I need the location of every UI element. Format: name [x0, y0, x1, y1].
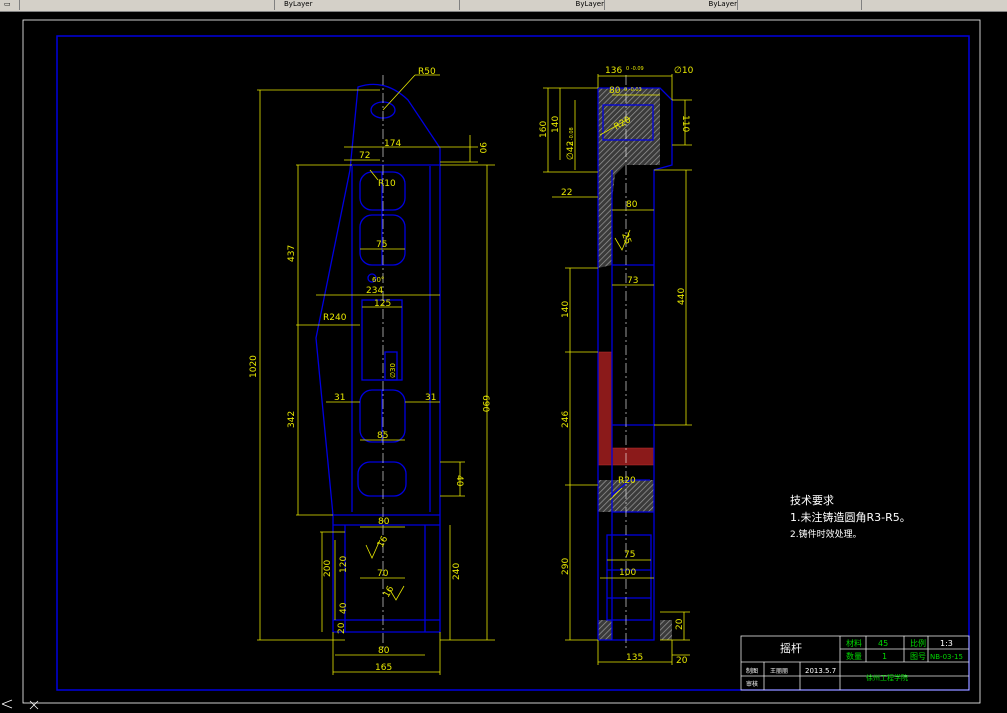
dim-136: 136 — [605, 66, 622, 76]
dim-22: 22 — [561, 188, 572, 198]
dim-140-side-b: 140 — [561, 301, 571, 318]
dim-73: 73 — [627, 276, 638, 286]
dim-20-side-b: 20 — [676, 656, 688, 666]
checked-by-label: 审核 — [746, 680, 758, 688]
dim-1020: 1020 — [249, 355, 259, 378]
dim-100: 100 — [619, 568, 636, 578]
drawn-by-label: 制图 — [746, 667, 758, 675]
scale-value: 1:3 — [940, 639, 953, 648]
dim-40-front-b: 40 — [339, 602, 349, 614]
dim-40-front: 40 — [454, 475, 464, 487]
dim-phi42: ∅42 — [566, 141, 576, 160]
rough-25: 25 — [619, 232, 632, 246]
dim-20-side-a: 20 — [675, 618, 685, 630]
part-name: 摇杆 — [780, 641, 802, 655]
dim-342: 342 — [287, 411, 297, 428]
dim-165: 165 — [375, 663, 392, 673]
dim-200: 200 — [323, 560, 333, 577]
dim-240: 240 — [452, 563, 462, 580]
technical-notes: 技术要求 1.未注铸造圆角R3-R5。 2.铸件时效处理。 — [790, 494, 911, 540]
quantity-value: 1 — [882, 652, 887, 661]
dim-80-front-a: 80 — [378, 517, 390, 527]
dim-31-right: 31 — [425, 393, 436, 403]
dim-r10: R10 — [378, 179, 396, 189]
dim-72: 72 — [359, 151, 370, 161]
dim-246: 246 — [561, 411, 571, 428]
outer-frame — [22, 19, 981, 704]
drawing-canvas[interactable]: R50 174 90 72 R10 437 75 1020 234 125 R2… — [0, 11, 1007, 713]
dim-690: 690 — [480, 395, 490, 412]
dim-440: 440 — [677, 288, 687, 305]
dim-75-side: 75 — [624, 550, 635, 560]
dim-80-side-b: 80 — [626, 200, 638, 210]
dim-234: 234 — [366, 286, 383, 296]
dim-110: 110 — [680, 115, 690, 132]
dim-31-left: 31 — [334, 393, 345, 403]
dim-174: 174 — [384, 139, 401, 149]
dim-80-side: 80 — [609, 86, 621, 96]
material-label: 材料 — [846, 638, 862, 648]
drawn-by-name: 王丽丽 — [770, 668, 788, 675]
title-block: 摇杆 材料 45 比例 1:3 数量 1 图号 NB-03-15 制图 王丽丽 … — [740, 635, 970, 691]
dim-85: 85 — [377, 431, 388, 441]
scale-label: 比例 — [910, 638, 926, 648]
dim-r240: R240 — [323, 313, 347, 323]
toolbar-field[interactable] — [742, 0, 862, 10]
dim-120: 120 — [339, 556, 349, 573]
drawing-no-label: 图号 — [910, 652, 926, 661]
toolbar-icon-mid[interactable] — [140, 0, 275, 10]
dim-125: 125 — [374, 299, 391, 309]
notes-title: 技术要求 — [790, 494, 834, 507]
dim-r20-side-b: R20 — [618, 476, 636, 486]
side-view: 136 0 -0.09 ∅10 80 0 -0.03 160 140 ∅42 0… — [539, 66, 694, 666]
layer-dropdown-2[interactable]: ByLayer — [460, 0, 605, 10]
dim-160: 160 — [539, 121, 549, 138]
dim-phi10: ∅10 — [674, 66, 694, 76]
toolbar-icon-left[interactable]: ▭ — [0, 0, 20, 10]
dim-20-front: 20 — [337, 622, 347, 634]
quantity-label: 数量 — [846, 651, 862, 661]
dim-80-side-tol: 0 -0.03 — [624, 87, 642, 93]
ucs-icon — [1, 699, 39, 710]
dim-75-front: 75 — [376, 240, 387, 250]
rough-16-a: 16 — [376, 534, 391, 549]
drawn-date: 2013.5.7 — [805, 667, 836, 675]
layer-dropdown-1[interactable]: ByLayer — [280, 0, 460, 10]
notes-line-1: 1.未注铸造圆角R3-R5。 — [790, 510, 911, 524]
angle-mark: 60° — [372, 276, 384, 284]
toolbar: ▭ ByLayer ByLayer ByLayer — [0, 0, 1007, 12]
hatch-label: ∅30 — [389, 363, 397, 378]
front-view: R50 174 90 72 R10 437 75 1020 234 125 R2… — [249, 67, 495, 675]
material-value: 45 — [878, 639, 888, 648]
dim-80-front-b: 80 — [378, 646, 390, 656]
dim-140-side-a: 140 — [551, 116, 561, 133]
drawing-no-value: NB-03-15 — [930, 653, 963, 661]
dim-r50: R50 — [418, 67, 436, 77]
dim-90: 90 — [477, 142, 487, 154]
dim-phi42-tol: 0 -0.08 — [569, 127, 575, 145]
layer-dropdown-3[interactable]: ByLayer — [608, 0, 738, 10]
dim-135: 135 — [626, 653, 643, 663]
notes-line-2: 2.铸件时效处理。 — [790, 528, 862, 540]
inner-frame — [56, 35, 970, 691]
dim-70: 70 — [377, 569, 389, 579]
dim-437: 437 — [287, 245, 297, 262]
dim-136-tol: 0 -0.09 — [626, 66, 644, 72]
dim-290: 290 — [561, 558, 571, 575]
school-name: 徐州工程学院 — [866, 673, 908, 682]
